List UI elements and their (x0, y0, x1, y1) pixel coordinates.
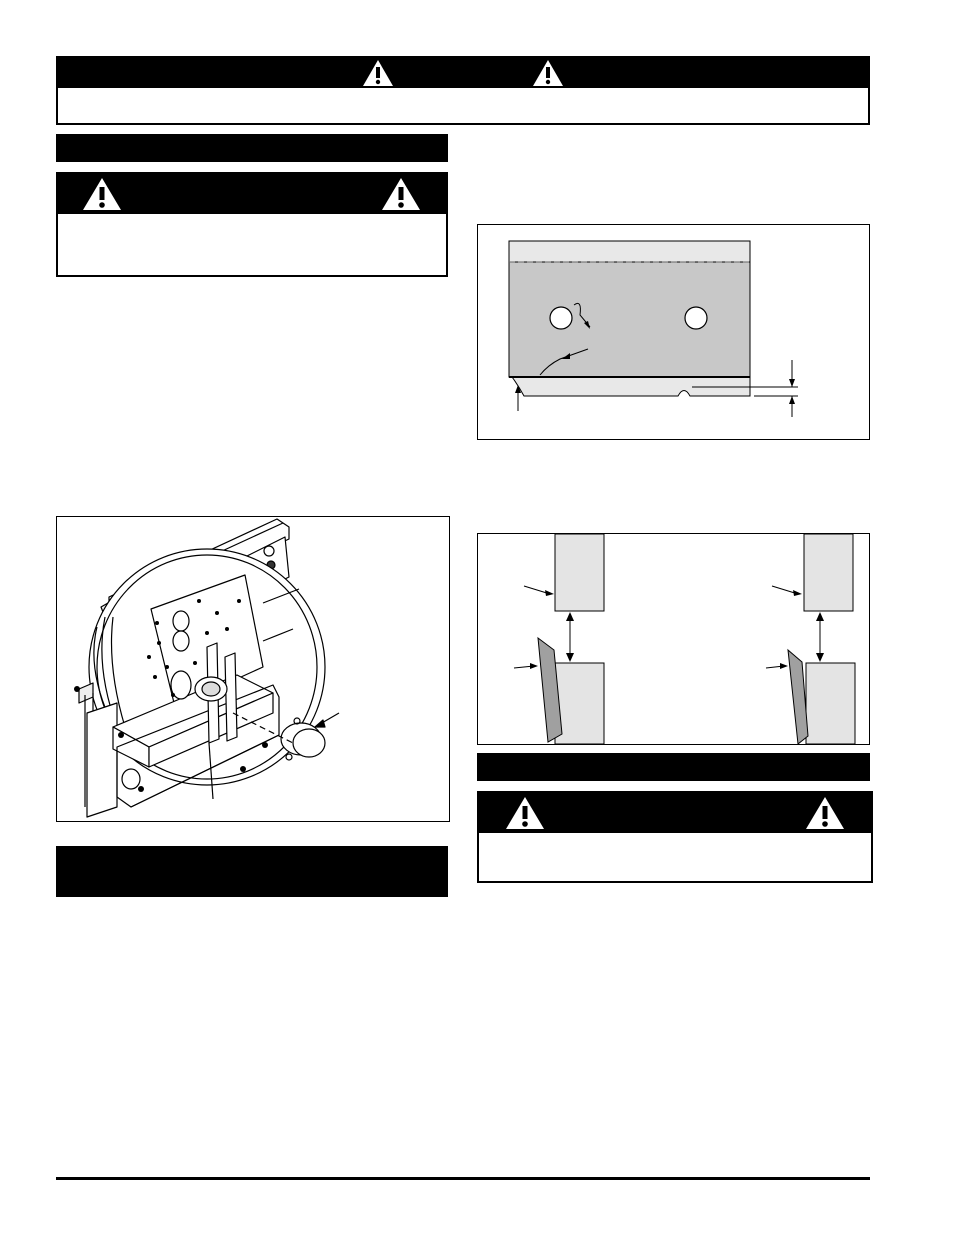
blade-wear-figure (477, 224, 870, 440)
warning-triangle-icon (506, 797, 544, 829)
warning-triangle-icon (806, 797, 844, 829)
left-warning-header (56, 172, 448, 216)
right-warning-body (477, 833, 873, 883)
machine-assembly-drawing (74, 518, 340, 818)
warning-triangle-icon (382, 178, 420, 210)
right-section-heading (477, 753, 870, 781)
warning-triangle-icon (363, 60, 393, 86)
knife-clearance-figure (477, 533, 870, 745)
top-notice-header (56, 56, 870, 90)
right-warning-header (477, 791, 873, 835)
machine-assembly-figure (56, 516, 450, 822)
warning-triangle-icon (83, 178, 121, 210)
footer-rule (56, 1177, 870, 1180)
blade-wear-drawing (508, 240, 798, 417)
left-section-heading (56, 134, 448, 162)
left-warning-body (56, 214, 448, 277)
left-footer-heading (56, 846, 448, 897)
warning-triangle-icon (533, 60, 563, 86)
knife-clearance-drawing (513, 534, 856, 744)
top-notice-body (56, 88, 870, 125)
